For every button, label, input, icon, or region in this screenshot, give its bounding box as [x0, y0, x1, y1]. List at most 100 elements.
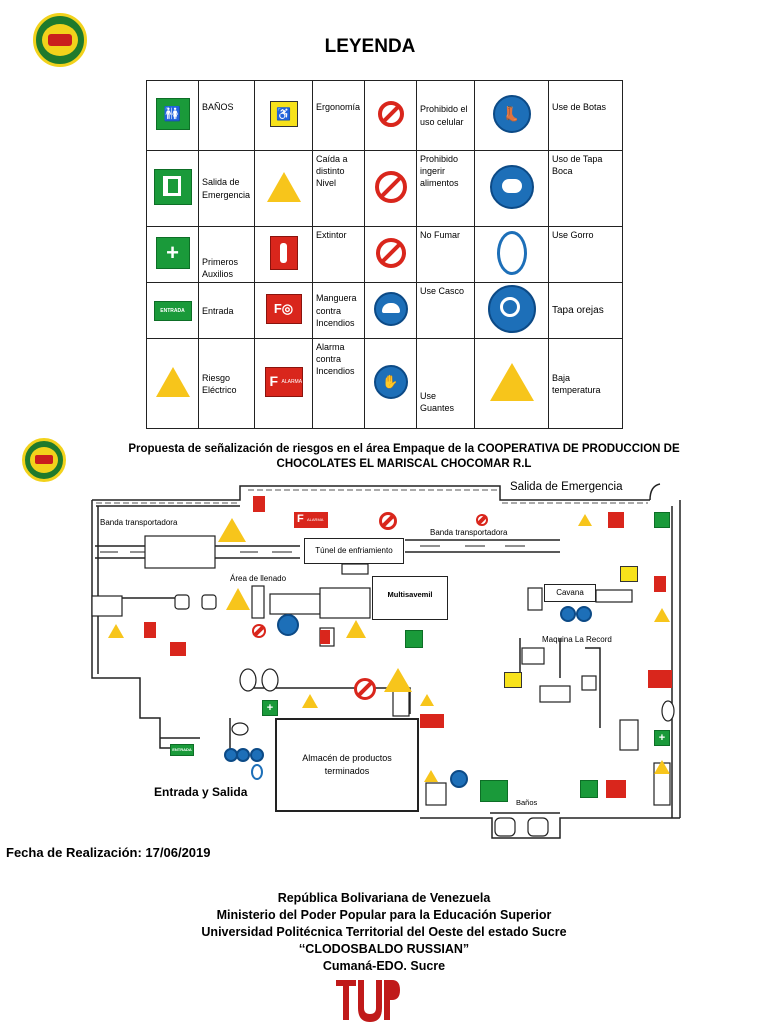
extinguisher-sign-icon: [269, 235, 298, 270]
no-phone-sign-icon: [252, 624, 266, 638]
legend-row: + Primeros Auxilios Extintor No Fumar Us…: [146, 226, 623, 283]
ergonomics-sign-icon: ♿: [269, 100, 298, 127]
footer: República Bolivariana de Venezuela Minis…: [201, 891, 567, 973]
restroom-sign-icon: [480, 780, 508, 802]
cooling-tunnel-box: Túnel de enfriamiento: [304, 538, 404, 564]
legend-label: BAÑOS: [198, 80, 255, 151]
first-aid-sign-icon: +: [654, 730, 670, 746]
record-machine-label: Maquina La Record: [542, 635, 612, 644]
legend-label: Uso de Tapa Boca: [548, 150, 623, 227]
boots-sign-icon: 👢: [492, 94, 531, 133]
filling-area-label: Área de llenado: [230, 574, 287, 583]
fire-alarm-sign-icon: F ALARMA: [294, 512, 328, 528]
entrance-sign-icon: ENTRADA: [170, 744, 194, 756]
low-temperature-sign-icon: [384, 668, 412, 692]
emergency-exit-sign-icon: [405, 630, 423, 648]
fall-hazard-sign-icon: [346, 620, 366, 638]
electric-hazard-sign-icon: [424, 770, 438, 782]
restroom-sign-icon: 🚻: [155, 97, 190, 130]
legend-label: Manguera contra Incendios: [312, 281, 365, 340]
helmet-sign-icon: [373, 292, 408, 326]
conveyor-label: Banda transportadora: [430, 528, 508, 537]
fire-alarm-sign-icon: [420, 714, 444, 728]
legend-row: ENTRADA Entrada F◎ Manguera contra Incen…: [146, 281, 623, 340]
extinguisher-sign-icon: [608, 512, 624, 528]
extinguisher-sign-icon: [144, 622, 156, 638]
fall-hazard-sign-icon: [266, 171, 301, 202]
first-aid-sign-icon: +: [155, 236, 190, 269]
no-phone-sign-icon: [377, 100, 404, 127]
fire-hose-sign-icon: F◎: [265, 294, 302, 324]
ergonomics-sign-icon: [504, 672, 522, 688]
legend-label: Use de Botas: [548, 80, 623, 151]
university-logo-icon: [334, 978, 400, 1024]
fire-hose-sign-icon: [606, 780, 626, 798]
ergonomics-sign-icon: [620, 566, 638, 582]
electric-hazard-sign-icon: [155, 367, 190, 398]
gloves-sign-icon: [576, 606, 592, 622]
cap-sign-icon: [496, 230, 527, 275]
fire-hose-sign-icon: [170, 642, 186, 656]
legend-label: Use Casco: [416, 281, 475, 340]
floor-plan-walls: [91, 483, 681, 839]
proposal-title: Propuesta de señalización de riesgos en …: [128, 443, 680, 470]
date-label: Fecha de Realización: 17/06/2019: [6, 845, 211, 860]
legend-table: 🚻 BAÑOS ♿ Ergonomía Prohibido el uso cel…: [146, 80, 623, 430]
legend-label: Baja temperatura: [548, 338, 623, 430]
legend-label: Tapa orejas: [548, 281, 623, 340]
emergency-exit-sign-icon: [580, 780, 598, 798]
no-smoking-sign-icon: [379, 512, 397, 530]
legend-label: Entrada: [198, 281, 255, 340]
low-temperature-sign-icon: [218, 518, 246, 542]
extinguisher-sign-icon: [320, 630, 330, 644]
extinguisher-sign-icon: [654, 576, 666, 592]
no-food-sign-icon: [354, 678, 376, 700]
legend-label: Prohibido ingerir alimentos: [416, 150, 475, 227]
electric-hazard-sign-icon: [578, 514, 592, 526]
floor-plan: Salida de Emergencia Banda transportador…: [0, 478, 768, 848]
electric-hazard-sign-icon: [420, 694, 434, 706]
legend-row: Salida de Emergencia Caída a distinto Ni…: [146, 150, 623, 227]
cavana-box: Cavana: [544, 584, 596, 602]
legend-label: Use Gorro: [548, 226, 623, 283]
legend-label: No Fumar: [416, 226, 475, 283]
legend-label: Salida de Emergencia: [198, 150, 255, 227]
electric-hazard-sign-icon: [226, 588, 250, 610]
warehouse-box: Almacén de productos terminados: [275, 718, 419, 812]
legend-label: Primeros Auxilios: [198, 226, 255, 283]
electric-hazard-sign-icon: [302, 694, 318, 708]
helmet-sign-icon: [450, 770, 468, 788]
gloves-sign-icon: [236, 748, 250, 762]
emergency-exit-label: Salida de Emergencia: [510, 481, 623, 493]
ear-muffs-sign-icon: [277, 614, 299, 636]
multisavemil-box: Multisavemil: [372, 576, 448, 620]
legend-label: Extintor: [312, 226, 365, 283]
legend-label: Use Guantes: [416, 338, 475, 430]
legend-label: Riesgo Eléctrico: [198, 338, 255, 430]
electric-hazard-sign-icon: [654, 608, 670, 622]
entrance-exit-label: Entrada y Salida: [154, 785, 248, 799]
bathrooms-label: Baños: [516, 798, 538, 807]
mask-sign-icon: [489, 164, 534, 209]
no-smoking-sign-icon: [375, 237, 406, 268]
fire-alarm-sign-icon: [648, 670, 672, 688]
legend-row: 🚻 BAÑOS ♿ Ergonomía Prohibido el uso cel…: [146, 80, 623, 151]
mask-sign-icon: [250, 748, 264, 762]
fall-hazard-sign-icon: [654, 760, 670, 774]
conveyor-label: Banda transportadora: [100, 518, 178, 527]
low-temperature-sign-icon: [489, 363, 534, 402]
no-food-sign-icon: [374, 170, 407, 203]
legend-label: Prohibido el uso celular: [416, 80, 475, 151]
cap-sign-icon: [251, 764, 263, 780]
legend-title: LEYENDA: [324, 36, 416, 57]
electric-hazard-sign-icon: [108, 624, 124, 638]
first-aid-sign-icon: +: [262, 700, 278, 716]
emergency-exit-sign-icon: [654, 512, 670, 528]
emergency-exit-sign-icon: [153, 168, 192, 205]
gloves-sign-icon: ✋: [373, 365, 408, 400]
extinguisher-sign-icon: [253, 496, 265, 512]
helmet-sign-icon: [560, 606, 576, 622]
cooperative-logo-icon: [33, 13, 87, 67]
